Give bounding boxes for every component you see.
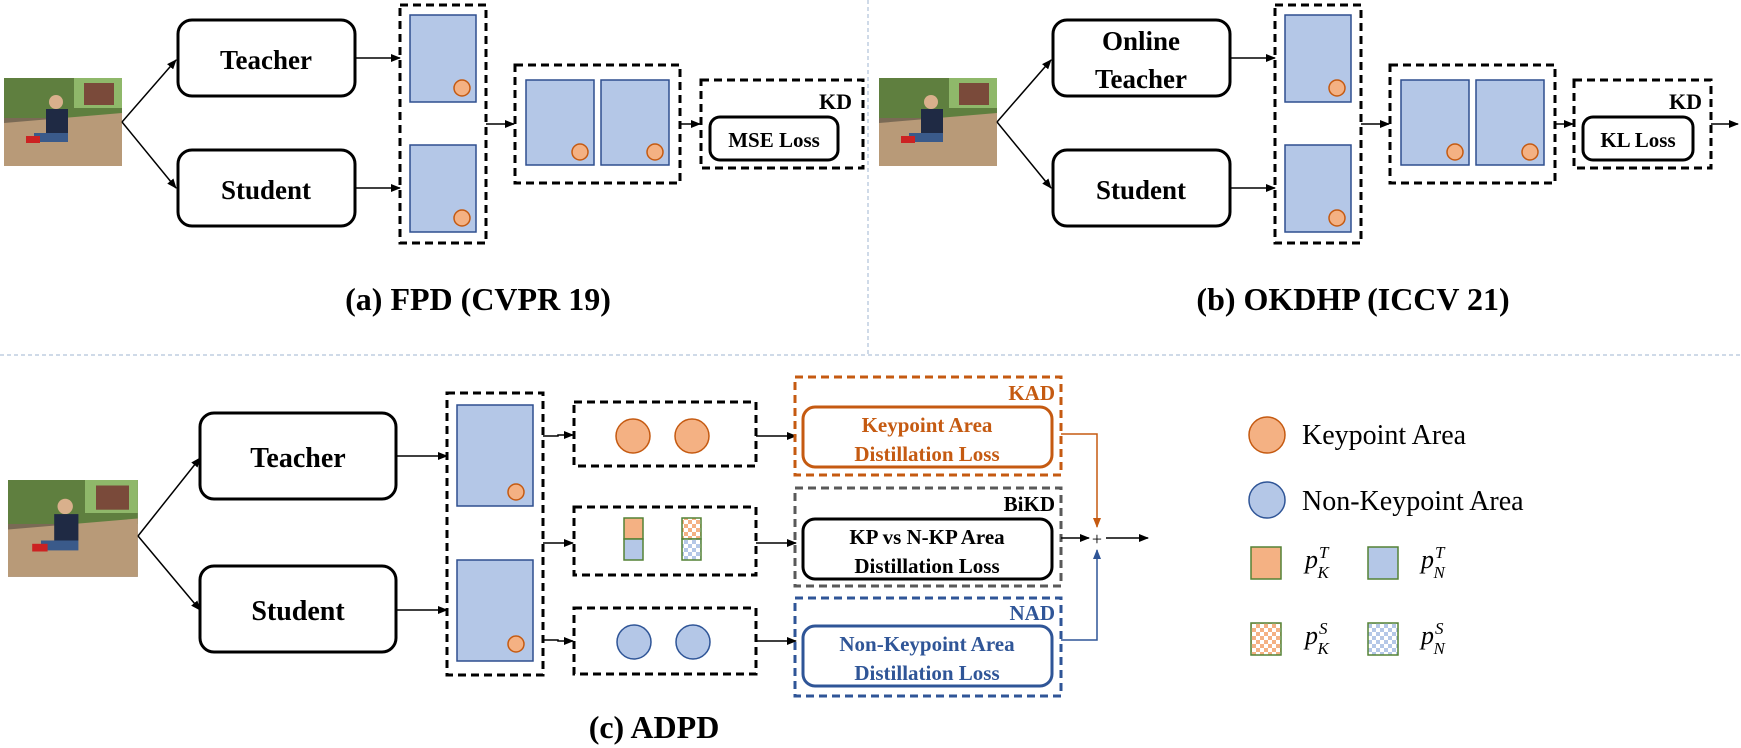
- student-label-c: Student: [251, 596, 345, 627]
- kd-box-a: [699, 78, 865, 170]
- nad-loss-line1: Non-Keypoint Area: [839, 632, 1015, 656]
- legend-keypoint-label: Keypoint Area: [1302, 420, 1467, 451]
- legend-keypoint-swatch: [1248, 416, 1286, 454]
- panel-a: Teacher Student KD MSE Loss (a) FPD (CVP…: [4, 3, 865, 317]
- keypoint-dot: [571, 143, 589, 161]
- nad-loss-box: [801, 624, 1054, 688]
- student-label-a: Student: [221, 175, 311, 205]
- caption-b: (b) OKDHP (ICCV 21): [1196, 281, 1509, 317]
- legend-pKS-swatch: [1250, 622, 1282, 656]
- arrow-image-to-student-b: [996, 121, 1052, 189]
- input-image-c: [8, 480, 138, 577]
- panel-c: Teacher Student KAD: [8, 375, 1149, 745]
- keypoint-dot: [1446, 143, 1464, 161]
- legend-non-keypoint-label: Non-Keypoint Area: [1302, 486, 1524, 517]
- kd-tag-a: KD: [819, 89, 852, 114]
- bikd-loss-line2: Distillation Loss: [854, 554, 999, 578]
- legend-non-keypoint-swatch: [1248, 481, 1286, 519]
- kad-loss-line2: Distillation Loss: [854, 442, 999, 466]
- kad-input-box: [572, 400, 758, 468]
- teacher-label-c: Teacher: [250, 443, 345, 474]
- keypoint-dot: [507, 635, 525, 653]
- arrow-image-to-teacher-c: [137, 457, 201, 537]
- bikd-input-box: [572, 505, 758, 577]
- kad-loss-box: [801, 405, 1054, 469]
- keypoint-dot: [1328, 209, 1346, 227]
- heatmap-stack-a: [398, 3, 488, 245]
- online-teacher-label-1: Online: [1102, 26, 1180, 56]
- heatmap-stack-b: [1273, 3, 1363, 245]
- bikd-loss-box: [801, 517, 1054, 581]
- kad-tag: KAD: [1008, 381, 1055, 405]
- legend-pNT-swatch: [1367, 546, 1399, 580]
- mse-loss-box: [708, 115, 840, 162]
- kl-loss-label: KL Loss: [1600, 128, 1675, 152]
- arrow-kad-to-sum: [1061, 433, 1101, 528]
- teacher-non-keypoint-area: [616, 624, 652, 660]
- student-kp-prob: [681, 517, 702, 540]
- kd-box-b: [1572, 78, 1713, 170]
- keypoint-dot: [1521, 143, 1539, 161]
- student-non-keypoint-area: [675, 624, 711, 660]
- pair-heatmap-student-b: [1475, 79, 1545, 166]
- input-image-a: [4, 78, 122, 166]
- bikd-box: [793, 486, 1063, 588]
- bikd-tag: BiKD: [1004, 492, 1055, 516]
- kl-loss-box: [1581, 115, 1695, 162]
- keypoint-dot: [453, 79, 471, 97]
- arrow-image-to-student-c: [137, 535, 201, 611]
- kad-loss-line1: Keypoint Area: [862, 413, 993, 437]
- kad-box: [793, 375, 1063, 477]
- arrow-to-kad-branch: [543, 431, 574, 439]
- nad-tag: NAD: [1010, 601, 1056, 625]
- student-keypoint-area: [674, 418, 710, 454]
- input-image-b: [879, 78, 997, 166]
- bikd-loss-line1: KP vs N-KP Area: [849, 525, 1005, 549]
- arrow-image-to-teacher-a: [121, 59, 177, 123]
- teacher-label-a: Teacher: [220, 45, 312, 75]
- legend-pKT-swatch: [1250, 546, 1282, 580]
- mse-loss-label: MSE Loss: [728, 128, 820, 152]
- keypoint-dot: [507, 483, 525, 501]
- caption-c: (c) ADPD: [589, 709, 720, 745]
- arrow-image-to-student-a: [121, 121, 177, 189]
- sum-sign: +: [1092, 529, 1102, 549]
- teacher-kp-prob: [623, 517, 644, 540]
- student-label-b: Student: [1096, 175, 1186, 205]
- keypoint-dot: [646, 143, 664, 161]
- nad-input-box: [572, 606, 758, 676]
- online-teacher-label-2: Teacher: [1095, 64, 1187, 94]
- teacher-nkp-prob: [623, 538, 644, 561]
- nad-loss-line2: Distillation Loss: [854, 661, 999, 685]
- nad-box: [793, 596, 1063, 698]
- student-nkp-prob: [681, 538, 702, 561]
- panel-b: Online Teacher Student KD KL Loss (b) OK…: [879, 3, 1739, 317]
- caption-a: (a) FPD (CVPR 19): [345, 281, 611, 317]
- arrow-image-to-teacher-b: [996, 59, 1052, 123]
- legend-pNS-swatch: [1367, 622, 1399, 656]
- kd-tag-b: KD: [1669, 89, 1702, 114]
- keypoint-dot: [453, 209, 471, 227]
- heatmap-stack-c: [445, 391, 545, 677]
- keypoint-dot: [1328, 79, 1346, 97]
- teacher-keypoint-area: [615, 418, 651, 454]
- student-box-c: [198, 564, 398, 654]
- arrow-nad-to-sum: [1061, 549, 1101, 641]
- arrow-to-nad-branch: [543, 637, 574, 645]
